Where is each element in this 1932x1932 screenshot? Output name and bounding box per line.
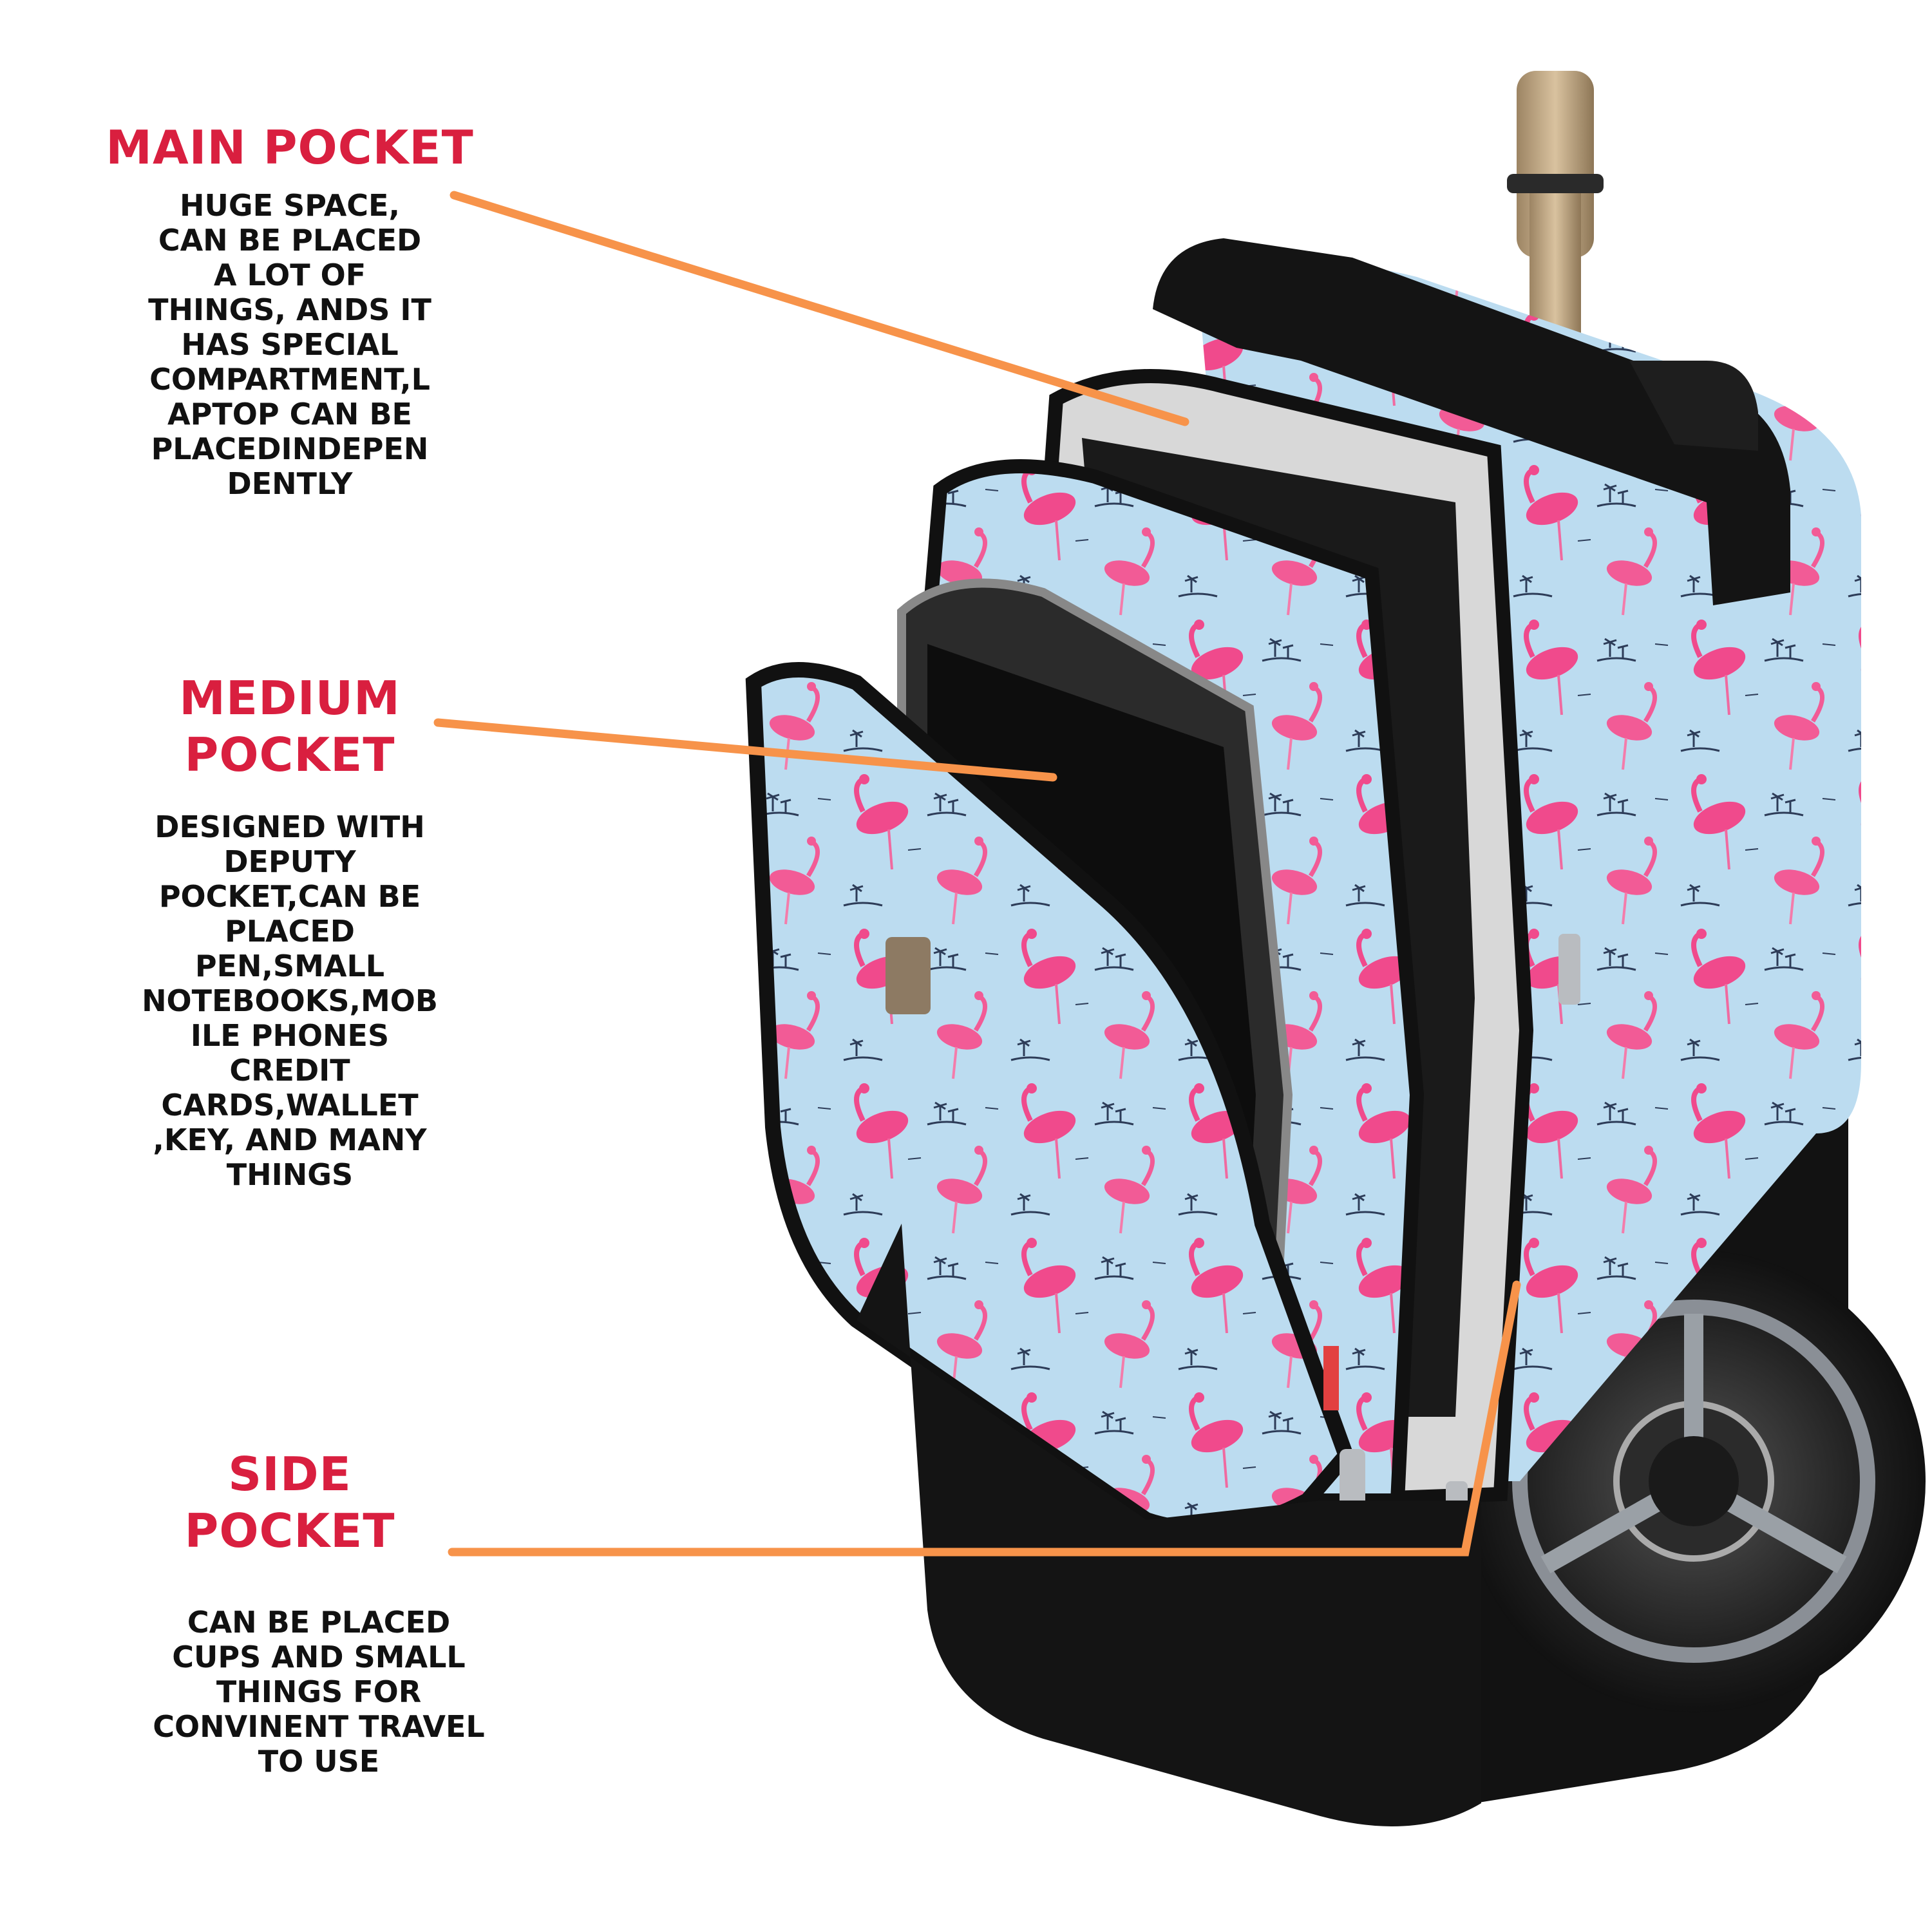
- main-pocket-description: HUGE SPACE, CAN BE PLACED A LOT OF THING…: [148, 188, 431, 501]
- medium-pocket-title: MEDIUM POCKET: [179, 671, 401, 782]
- pocket-stack: [745, 369, 1580, 1539]
- brand-tag-icon: [886, 937, 931, 1014]
- medium-pocket-leader-line: [433, 718, 1057, 782]
- medium-pocket-description: DESIGNED WITH DEPUTY POCKET,CAN BE PLACE…: [142, 810, 438, 1192]
- zipper-pull-icon: [1323, 1346, 1339, 1410]
- backpack-base: [857, 1224, 1481, 1826]
- side-pocket-description: CAN BE PLACED CUPS AND SMALL THINGS FOR …: [153, 1605, 485, 1779]
- side-pocket-title: SIDE POCKET: [184, 1447, 395, 1558]
- side-pocket-leader-line: [448, 1280, 1521, 1557]
- main-pocket-title: MAIN POCKET: [106, 120, 474, 175]
- carry-handle: [1153, 238, 1790, 605]
- main-pocket-leader-line: [450, 191, 1189, 426]
- zipper-pull-icon: [1558, 934, 1580, 1005]
